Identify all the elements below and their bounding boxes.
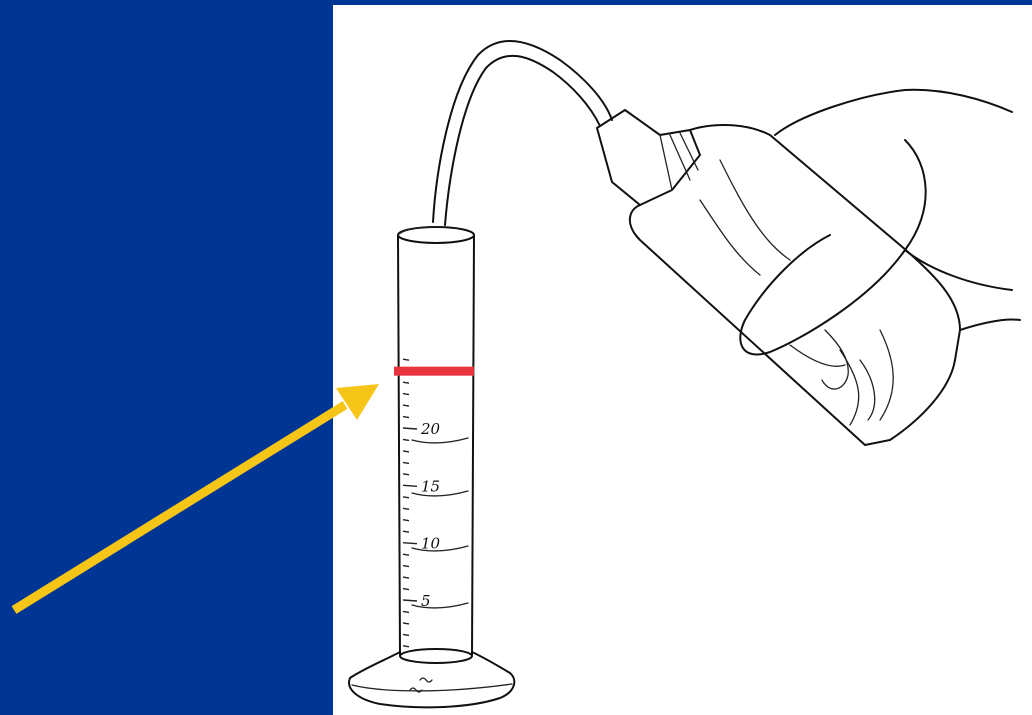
pointer-arrow <box>14 384 379 610</box>
sketch-panel <box>333 5 1032 715</box>
